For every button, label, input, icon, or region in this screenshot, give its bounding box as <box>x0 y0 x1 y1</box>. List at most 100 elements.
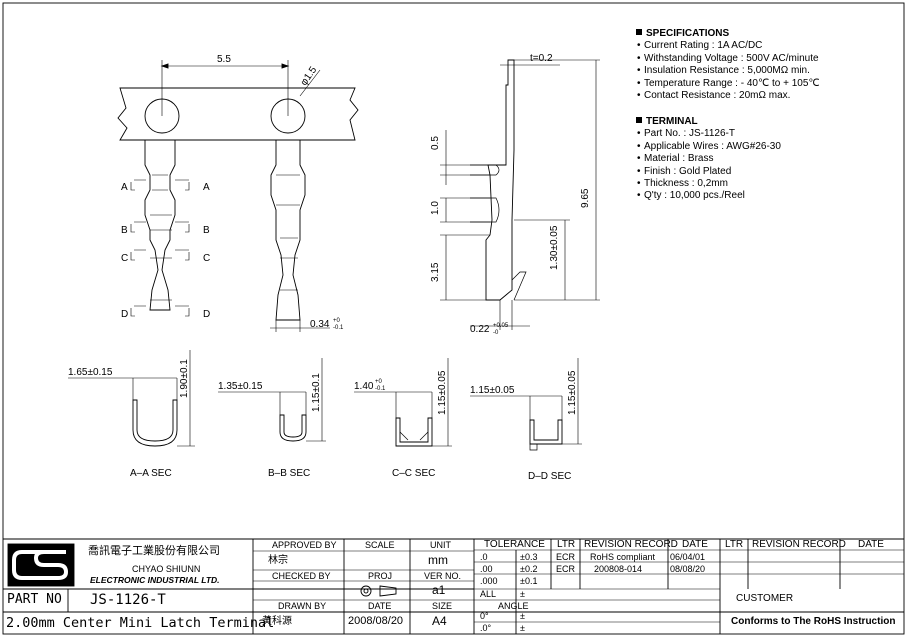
approved-by-label: APPROVED BY <box>272 540 337 550</box>
rohs-note: Conforms to The RoHS Instruction <box>731 616 896 627</box>
specifications-block: SPECIFICATIONS Current Rating : 1A AC/DC… <box>636 28 820 103</box>
dim-130: 1.30±0.05 <box>549 225 560 270</box>
rev-date-header: DATE <box>682 539 708 550</box>
ang-key: 0° <box>480 611 489 621</box>
proj-label: PROJ <box>368 571 393 581</box>
label-c-right: C <box>203 253 210 264</box>
drawing-title: 2.00mm Center Mini Latch Terminal <box>6 615 275 631</box>
dim-315: 3.15 <box>430 262 441 282</box>
dim-034: 0.34 <box>310 319 330 330</box>
sec-c-tol-up: +0 <box>375 379 383 385</box>
date-label: DATE <box>368 601 392 611</box>
company-name-en-2: ELECTRONIC INDUSTRIAL LTD. <box>90 575 220 585</box>
unit-label: UNIT <box>430 540 451 550</box>
sec-a-label: A–A SEC <box>130 468 172 479</box>
sec-b-width: 1.35±0.15 <box>218 381 263 392</box>
dim-022-tol-up: +0.05 <box>493 323 509 329</box>
revision-record-header: REVISION RECORD <box>584 539 678 550</box>
terminal-block: TERMINAL Part No. : JS-1126-T Applicable… <box>636 116 781 203</box>
dim-10: 1.0 <box>430 201 441 215</box>
ang-val: ± <box>520 611 525 621</box>
label-a-left: A <box>121 182 128 193</box>
spec-item: Temperature Range : - 40℃ to + 105℃ <box>636 78 820 91</box>
ang-key: .0° <box>480 623 492 633</box>
label-a-right: A <box>203 182 210 193</box>
tol-val: ±0.2 <box>520 564 538 574</box>
sec-b-label: B–B SEC <box>268 468 310 479</box>
sec-a-width: 1.65±0.15 <box>68 367 113 378</box>
part-no-label: PART NO <box>7 592 62 607</box>
terminal-item: Part No. : JS-1126-T <box>636 128 781 141</box>
rev-ltr: ECR <box>556 564 576 574</box>
sec-c-label: C–C SEC <box>392 468 435 479</box>
dim-05: 0.5 <box>430 136 441 150</box>
rev-date: 06/04/01 <box>670 552 706 562</box>
date-value: 2008/08/20 <box>348 615 404 627</box>
tol-key: .0 <box>480 552 488 562</box>
rev-date-header-2: DATE <box>858 539 884 550</box>
customer-label: CUSTOMER <box>736 593 794 604</box>
tol-key: .00 <box>480 564 493 574</box>
label-b-left: B <box>121 225 128 236</box>
checked-by-label: CHECKED BY <box>272 571 331 581</box>
unit-value: mm <box>428 553 448 567</box>
sec-c-width: 1.40 <box>354 381 374 392</box>
dim-thickness: t=0.2 <box>530 53 553 64</box>
spec-item: Withstanding Voltage : 500V AC/minute <box>636 53 820 66</box>
company-name-cn: 喬訊電子工業股份有限公司 <box>88 545 220 557</box>
sec-d-height: 1.15±0.05 <box>567 370 578 415</box>
scale-label: SCALE <box>365 540 395 550</box>
size-value: A4 <box>432 614 447 628</box>
revision-record-header-2: REVISION RECORD <box>752 539 846 550</box>
sec-b-height: 1.15±0.1 <box>311 373 322 412</box>
label-c-left: C <box>121 253 128 264</box>
rev-ltr: ECR <box>556 552 576 562</box>
dim-034-tol-dn: -0.1 <box>333 325 344 331</box>
ltr-header-2: LTR <box>725 539 744 550</box>
ltr-header: LTR <box>557 539 576 550</box>
size-label: SIZE <box>432 601 453 611</box>
terminal-item: Thickness : 0,2mm <box>636 178 781 191</box>
label-d-right: D <box>203 309 210 320</box>
terminal-item: Applicable Wires : AWG#26-30 <box>636 141 781 154</box>
dim-034-tol-up: +0 <box>333 318 341 324</box>
dim-965: 9.65 <box>580 188 591 208</box>
company-name-en: CHYAO SHIUNN <box>132 564 201 574</box>
spec-item: Insulation Resistance : 5,000MΩ min. <box>636 65 820 78</box>
drawer: 黃科源 <box>262 616 292 627</box>
ver-value: a1 <box>432 583 446 597</box>
drawn-by-label: DRAWN BY <box>278 601 327 611</box>
dim-022: 0.22 <box>470 324 490 335</box>
dim-pitch: 5.5 <box>217 54 231 65</box>
label-d-left: D <box>121 309 128 320</box>
ver-no-label: VER NO. <box>424 571 462 581</box>
angle-label: ANGLE <box>498 601 529 611</box>
spec-item: Current Rating : 1A AC/DC <box>636 40 820 53</box>
terminal-item: Q'ty : 10,000 pcs./Reel <box>636 190 781 203</box>
tol-val: ±0.1 <box>520 576 538 586</box>
label-b-right: B <box>203 225 210 236</box>
tol-key: .000 <box>480 576 498 586</box>
tolerance-label: TOLERANCE <box>484 539 545 550</box>
sec-c-height: 1.15±0.05 <box>437 370 448 415</box>
rev-record: RoHS compliant <box>590 552 656 562</box>
tol-val: ± <box>520 589 525 599</box>
ang-val: ± <box>520 623 525 633</box>
dim-022-tol-dn: -0 <box>493 330 499 336</box>
terminal-item: Finish : Gold Plated <box>636 166 781 179</box>
rev-date: 08/08/20 <box>670 564 706 574</box>
sec-d-width: 1.15±0.05 <box>470 385 515 396</box>
dim-hole: φ1.5 <box>299 64 320 87</box>
spec-item: Contact Resistance : 20mΩ max. <box>636 90 820 103</box>
sec-a-height: 1.90±0.1 <box>179 359 190 398</box>
tol-val: ±0.3 <box>520 552 538 562</box>
tol-key: ALL <box>480 589 497 599</box>
sec-d-label: D–D SEC <box>528 471 571 482</box>
rev-record: 200808-014 <box>594 564 643 574</box>
terminal-heading: TERMINAL <box>636 116 781 128</box>
approver: 林宗 <box>268 555 288 566</box>
specifications-heading: SPECIFICATIONS <box>636 28 820 40</box>
part-no: JS-1126-T <box>90 592 166 608</box>
sec-c-tol-dn: -0.1 <box>375 386 386 392</box>
